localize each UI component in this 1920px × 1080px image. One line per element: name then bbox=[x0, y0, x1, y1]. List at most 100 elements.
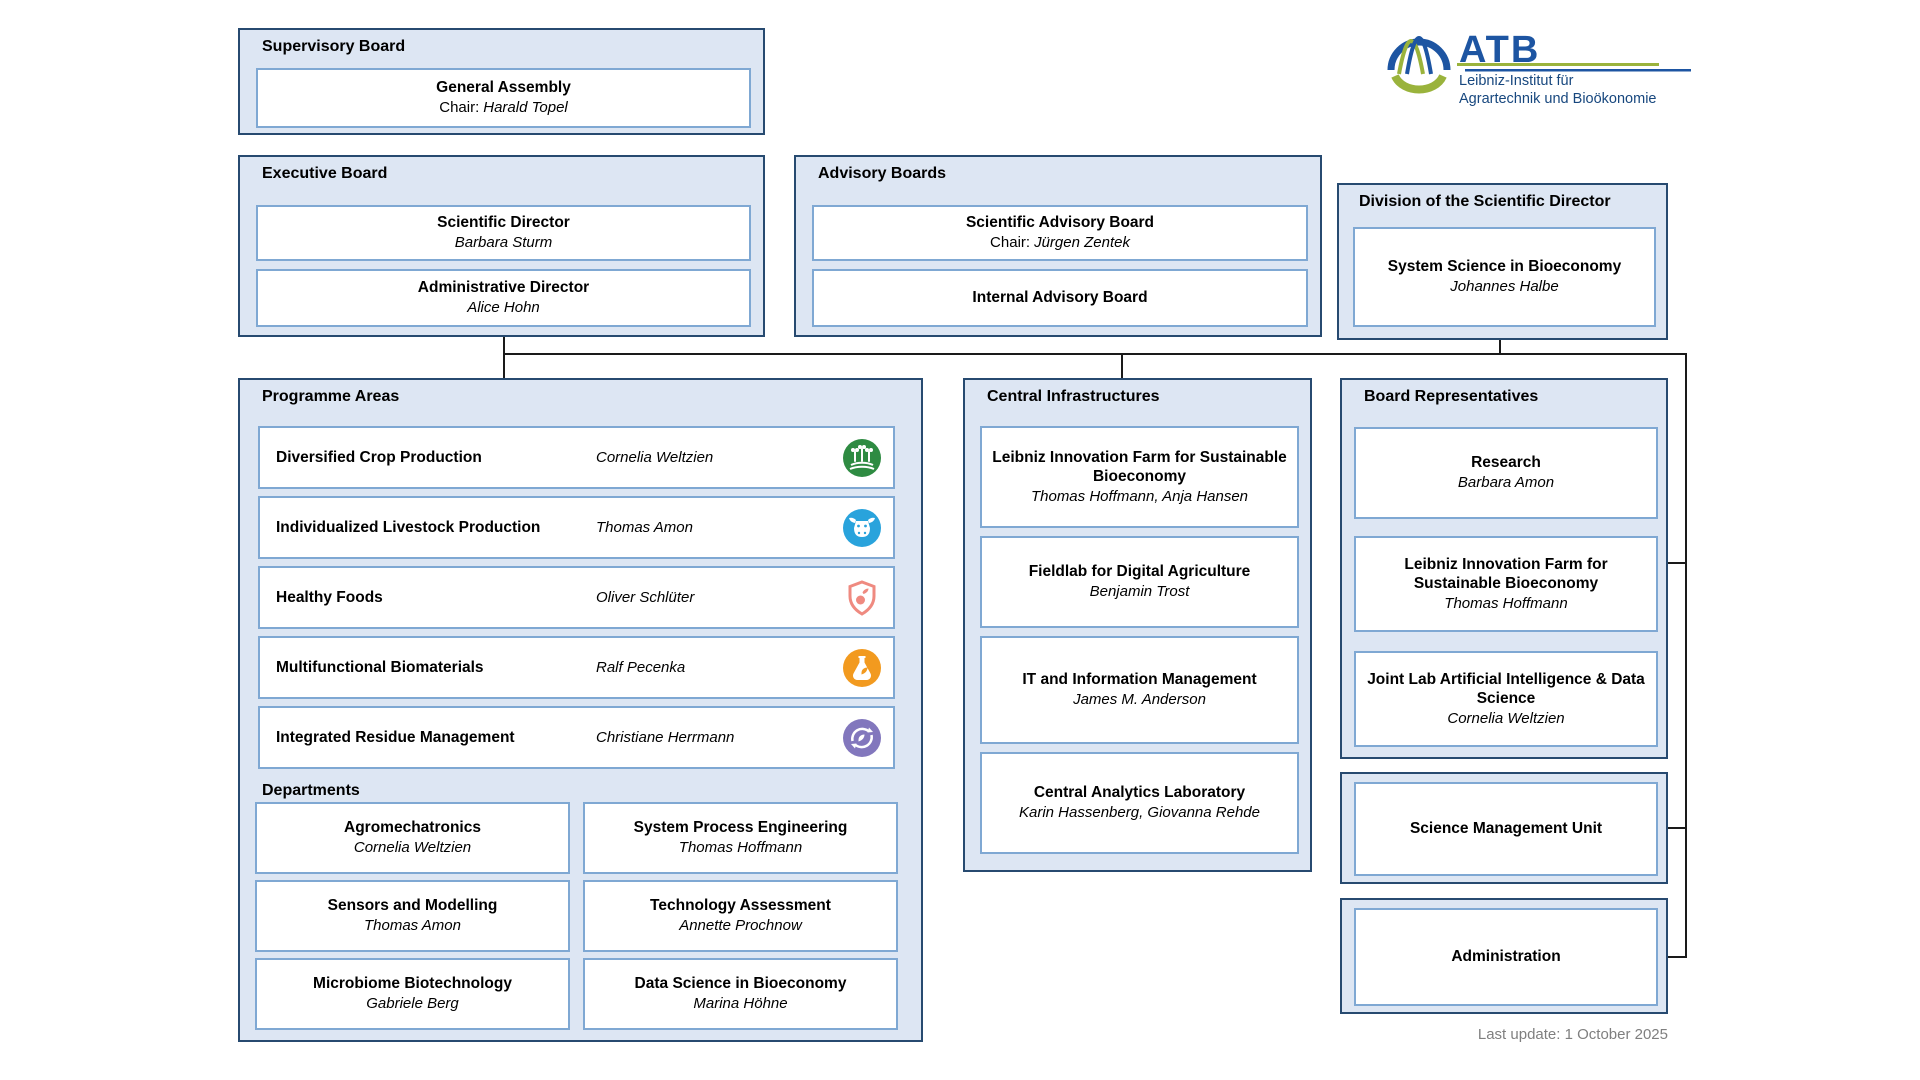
logo-smile-arc bbox=[1391, 73, 1447, 94]
department-head: Gabriele Berg bbox=[366, 995, 459, 1013]
programme-row-lead: Thomas Amon bbox=[596, 519, 693, 536]
programme-row-livestock: Individualized Livestock Production Thom… bbox=[258, 496, 895, 559]
healthy-foods-icon bbox=[843, 579, 881, 617]
atb-logo: ATB Leibniz-Institut für Agrartechnik un… bbox=[1383, 18, 1703, 115]
connector-stub-science-management bbox=[1668, 827, 1686, 829]
representative-title: Joint Lab Artificial Intelligence & Data… bbox=[1367, 670, 1645, 708]
chair-prefix: Chair: bbox=[439, 99, 480, 117]
representative-title: Research bbox=[1471, 454, 1541, 472]
programme-row-lead: Oliver Schlüter bbox=[596, 589, 695, 606]
department-title: Microbiome Biotechnology bbox=[313, 975, 512, 993]
system-science-name: Johannes Halbe bbox=[1450, 278, 1559, 296]
internal-advisory-board-card: Internal Advisory Board bbox=[812, 269, 1308, 327]
scientific-director-card: Scientific Director Barbara Sturm bbox=[256, 205, 751, 261]
department-card-agromechatronics: Agromechatronics Cornelia Weltzien bbox=[255, 802, 570, 874]
connector-stub-board-representatives bbox=[1668, 562, 1686, 564]
department-title: Data Science in Bioeconomy bbox=[634, 975, 847, 993]
infrastructure-card-innovation-farm: Leibniz Innovation Farm for Sustainable … bbox=[980, 426, 1299, 528]
infrastructure-title: Leibniz Innovation Farm for Sustainable … bbox=[992, 448, 1287, 486]
system-science-card: System Science in Bioeconomy Johannes Ha… bbox=[1353, 227, 1656, 327]
logo-institute-line2: Agrartechnik und Bioökonomie bbox=[1459, 91, 1656, 107]
programme-areas-title: Programme Areas bbox=[262, 388, 400, 405]
science-management-unit-panel: Science Management Unit bbox=[1340, 772, 1668, 884]
logo-blue-rule bbox=[1465, 69, 1691, 72]
division-scientific-director-panel: Division of the Scientific Director Syst… bbox=[1337, 183, 1668, 340]
atb-logo-graphic: ATB Leibniz-Institut für Agrartechnik un… bbox=[1387, 29, 1691, 107]
infrastructure-heads: James M. Anderson bbox=[1073, 691, 1206, 709]
department-head: Thomas Hoffmann bbox=[678, 839, 803, 857]
crop-production-icon bbox=[843, 438, 881, 477]
administrative-director-card: Administrative Director Alice Hohn bbox=[256, 269, 751, 327]
last-update-note: Last update: 1 October 2025 bbox=[1477, 1026, 1668, 1043]
department-head: Thomas Amon bbox=[364, 917, 461, 935]
infrastructure-card-it-management: IT and Information Management James M. A… bbox=[980, 636, 1299, 744]
connector-trunk bbox=[503, 353, 1687, 355]
executive-board-panel: Executive Board Scientific Director Barb… bbox=[238, 155, 765, 337]
representative-card-research: Research Barbara Amon bbox=[1354, 427, 1658, 519]
chair-prefix: Chair: bbox=[990, 234, 1031, 252]
board-representatives-title: Board Representatives bbox=[1364, 388, 1539, 405]
central-infrastructures-panel: Central Infrastructures Leibniz Innovati… bbox=[963, 378, 1312, 872]
programme-row-label: Healthy Foods bbox=[276, 588, 383, 606]
scientific-advisory-board-chair: Chair:Jürgen Zentek bbox=[990, 233, 1130, 252]
department-card-sensors-and-modelling: Sensors and Modelling Thomas Amon bbox=[255, 880, 570, 952]
representative-name: Barbara Amon bbox=[1457, 474, 1555, 492]
scientific-advisory-board-card: Scientific Advisory Board Chair:Jürgen Z… bbox=[812, 205, 1308, 261]
administration-title: Administration bbox=[1451, 948, 1561, 966]
residue-management-icon bbox=[843, 718, 881, 757]
programme-row-lead: Christiane Herrmann bbox=[596, 729, 735, 746]
programme-row-healthy-foods: Healthy Foods Oliver Schlüter bbox=[258, 566, 895, 629]
department-card-microbiome-biotechnology: Microbiome Biotechnology Gabriele Berg bbox=[255, 958, 570, 1030]
logo-green-rule bbox=[1457, 63, 1659, 66]
representative-card-joint-lab-ai: Joint Lab Artificial Intelligence & Data… bbox=[1354, 651, 1658, 747]
logo-blue-curve bbox=[1405, 36, 1433, 75]
department-title: Sensors and Modelling bbox=[327, 897, 498, 915]
administrative-director-name: Alice Hohn bbox=[467, 299, 540, 317]
connector-executive-drop bbox=[503, 337, 505, 379]
livestock-icon bbox=[843, 508, 881, 547]
departments-title: Departments bbox=[262, 782, 360, 799]
programme-row-label: Integrated Residue Management bbox=[276, 728, 515, 746]
system-science-title: System Science in Bioeconomy bbox=[1387, 258, 1622, 276]
infrastructure-title: Fieldlab for Digital Agriculture bbox=[1028, 563, 1251, 581]
scientific-director-name: Barbara Sturm bbox=[454, 234, 553, 252]
representative-name: Thomas Hoffmann bbox=[1444, 595, 1568, 613]
connector-central-drop bbox=[1121, 353, 1123, 379]
biomaterials-icon bbox=[843, 648, 881, 687]
internal-advisory-board-title: Internal Advisory Board bbox=[972, 289, 1148, 307]
division-title: Division of the Scientific Director bbox=[1359, 193, 1611, 210]
programme-row-residue-management: Integrated Residue Management Christiane… bbox=[258, 706, 895, 769]
connector-right-vertical bbox=[1685, 353, 1687, 958]
department-card-system-process-engineering: System Process Engineering Thomas Hoffma… bbox=[583, 802, 898, 874]
representative-card-innovation-farm: Leibniz Innovation Farm for Sustainable … bbox=[1354, 536, 1658, 632]
administration-panel: Administration bbox=[1340, 898, 1668, 1014]
department-card-technology-assessment: Technology Assessment Annette Prochnow bbox=[583, 880, 898, 952]
general-assembly-title: General Assembly bbox=[436, 79, 571, 97]
advisory-boards-title: Advisory Boards bbox=[818, 165, 947, 182]
general-assembly-card: General Assembly Chair:Harald Topel bbox=[256, 68, 751, 128]
department-head: Cornelia Weltzien bbox=[353, 839, 472, 857]
infrastructure-heads: Karin Hassenberg, Giovanna Rehde bbox=[1019, 804, 1260, 822]
programme-row-biomaterials: Multifunctional Biomaterials Ralf Pecenk… bbox=[258, 636, 895, 699]
programme-row-lead: Cornelia Weltzien bbox=[596, 449, 714, 466]
representative-title: Leibniz Innovation Farm for Sustainable … bbox=[1404, 555, 1608, 593]
programme-row-label: Diversified Crop Production bbox=[276, 448, 482, 466]
board-representatives-panel: Board Representatives Research Barbara A… bbox=[1340, 378, 1668, 759]
representative-name: Cornelia Weltzien bbox=[1447, 710, 1565, 728]
infrastructure-title: IT and Information Management bbox=[1022, 671, 1257, 689]
programme-row-label: Multifunctional Biomaterials bbox=[276, 658, 484, 676]
science-management-unit-title: Science Management Unit bbox=[1409, 820, 1603, 838]
science-management-unit-card: Science Management Unit bbox=[1354, 782, 1658, 876]
programme-row-label: Individualized Livestock Production bbox=[276, 518, 541, 536]
department-title: Agromechatronics bbox=[344, 819, 481, 837]
logo-arc bbox=[1387, 38, 1451, 71]
administration-card: Administration bbox=[1354, 908, 1658, 1006]
connector-stub-administration bbox=[1668, 956, 1686, 958]
department-title: Technology Assessment bbox=[650, 897, 831, 915]
logo-green-curve bbox=[1397, 39, 1425, 75]
chair-name: Jürgen Zentek bbox=[1034, 234, 1130, 252]
logo-institute-line1: Leibniz-Institut für bbox=[1459, 73, 1574, 89]
department-title: System Process Engineering bbox=[633, 819, 848, 837]
infrastructure-card-fieldlab: Fieldlab for Digital Agriculture Benjami… bbox=[980, 536, 1299, 628]
infrastructure-card-analytics-laboratory: Central Analytics Laboratory Karin Hasse… bbox=[980, 752, 1299, 854]
